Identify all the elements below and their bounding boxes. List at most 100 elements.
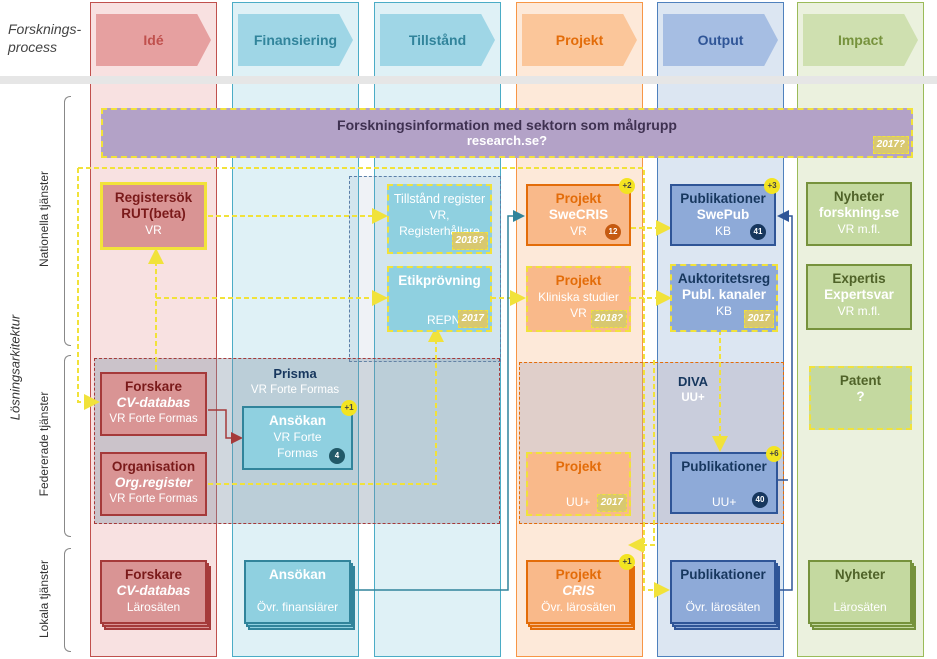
swepub-owner: KB	[714, 224, 731, 238]
banner-sector: Forskningsinformation med sektorn som må…	[101, 108, 913, 158]
auktor-owner: KB	[715, 304, 732, 318]
box-swecris: Projekt SweCRIS VR +2 12	[526, 178, 635, 246]
box-auktoritetsreg: Auktoritetsreg Publ. kanaler KB 2017	[670, 264, 778, 332]
prisma-title: Prisma	[273, 366, 317, 381]
publ-fed-plus: +6	[766, 446, 782, 462]
box-patent: Patent ?	[809, 366, 912, 430]
auktor-year: 2017	[743, 310, 774, 328]
diva-owner: UU+	[681, 392, 705, 404]
org-owner: VR Forte Formas	[109, 493, 198, 505]
org-title: Organisation	[111, 459, 196, 474]
nyheter-title: Nyheter	[833, 189, 885, 204]
local-nyheter-title: Nyheter	[834, 567, 886, 582]
box-nyheter-local: Nyheter Lärosäten	[808, 560, 912, 624]
box-expertis: Expertis Expertsvar VR m.fl.	[806, 264, 912, 330]
tillstand-title: Tillstånd register	[393, 192, 486, 206]
local-projekt-title: Projekt	[555, 567, 602, 582]
box-etikprovning: Etikprövning REPN 2017	[387, 266, 492, 332]
local-ansokan-owner: Övr. finansiärer	[256, 600, 339, 614]
nyheter-owner: VR m.fl.	[837, 222, 881, 236]
box-nyheter-national: Nyheter forskning.se VR m.fl.	[806, 182, 912, 246]
expertis-owner: VR m.fl.	[837, 304, 881, 318]
header-projekt: Projekt	[522, 14, 637, 66]
expertis-sub: Expertsvar	[824, 287, 894, 302]
box-projekt-local: Projekt CRIS Övr. lärosäten +1	[526, 554, 635, 624]
banner-year: 2017?	[872, 136, 909, 154]
local-projekt-sub: CRIS	[562, 583, 595, 598]
diva-title: DIVA	[677, 374, 709, 389]
swepub-title: Publikationer	[680, 191, 766, 206]
local-projekt-plus: +1	[619, 554, 635, 570]
box-registersok: Registersök RUT(beta) VR	[100, 182, 207, 250]
header-ide: Idé	[96, 14, 211, 66]
swepub-count: 41	[750, 224, 766, 240]
klin-year: 2018?	[590, 310, 627, 328]
patent-sub: ?	[856, 389, 865, 404]
etik-title: Etikprövning	[398, 273, 481, 288]
publ-fed-count: 40	[752, 492, 768, 508]
box-kliniska-studier: Projekt Kliniska studier VR 2018?	[526, 266, 631, 332]
header-finansiering: Finansiering	[238, 14, 353, 66]
box-forskare-local: Forskare CV-databas Lärosäten	[100, 560, 207, 624]
ansokan-plus: +1	[341, 400, 357, 416]
forskare-title: Forskare	[124, 379, 183, 394]
publ-fed-title: Publikationer	[681, 459, 767, 474]
box-ansokan-prisma: Ansökan VR Forte Formas +1 4	[242, 400, 357, 470]
ansokan-owner1: VR Forte	[273, 430, 322, 444]
projekt-fed-title: Projekt	[555, 459, 602, 474]
banner-title: Forskningsinformation med sektorn som må…	[337, 117, 677, 133]
swecris-count: 12	[605, 224, 621, 240]
publ-fed-owner: UU+	[712, 495, 737, 509]
box-publikationer-local: Publikationer Övr. lärosäten	[670, 560, 776, 624]
box-publikationer-federated: Publikationer UU+ +6 40	[670, 446, 782, 514]
swecris-sub: SweCRIS	[548, 207, 609, 222]
projekt-fed-year: 2017	[596, 494, 627, 512]
header-output: Output	[663, 14, 778, 66]
local-forskare-title: Forskare	[124, 567, 183, 582]
local-forskare-sub: CV-databas	[116, 583, 191, 598]
local-publ-title: Publikationer	[680, 567, 766, 582]
etik-owner: REPN	[427, 313, 461, 327]
header-impact: Impact	[803, 14, 918, 66]
registersok-sub: RUT(beta)	[121, 206, 186, 221]
swecris-owner: VR	[570, 224, 587, 238]
swepub-sub: SwePub	[696, 207, 750, 222]
klin-owner: VR	[570, 306, 587, 320]
local-projekt-owner: Övr. lärosäten	[541, 600, 616, 614]
auktor-sub: Publ. kanaler	[681, 287, 767, 302]
registersok-title: Registersök	[114, 190, 193, 205]
process-label: Forsknings- process	[8, 21, 82, 55]
separator	[0, 76, 937, 84]
swepub-plus: +3	[764, 178, 780, 194]
tillstand-year: 2018?	[451, 232, 488, 250]
box-ansokan-local: Ansökan Övr. finansiärer	[244, 560, 351, 624]
forskare-sub: CV-databas	[116, 395, 191, 410]
box-organisation: Organisation Org.register VR Forte Forma…	[100, 452, 207, 516]
prisma-owner: VR Forte Formas	[250, 384, 340, 396]
box-forskare-cv: Forskare CV-databas VR Forte Formas	[100, 372, 207, 436]
local-nyheter-owner: Lärosäten	[833, 600, 887, 614]
registersok-owner: VR	[145, 223, 162, 237]
box-swepub: Publikationer SwePub KB +3 41	[670, 178, 780, 246]
box-projekt-federated: Projekt UU+ 2017	[526, 452, 631, 516]
local-publ-owner: Övr. lärosäten	[685, 600, 761, 614]
nyheter-sub: forskning.se	[818, 205, 900, 220]
klin-title: Projekt	[555, 273, 602, 288]
auktor-title: Auktoritetsreg	[677, 271, 771, 286]
org-sub: Org.register	[114, 475, 193, 490]
header-tillstand: Tillstånd	[380, 14, 495, 66]
local-forskare-owner: Lärosäten	[126, 600, 181, 614]
swecris-plus: +2	[619, 178, 635, 194]
brace-nationella	[64, 96, 71, 346]
ansokan-count: 4	[329, 448, 345, 464]
ansokan-title: Ansökan	[268, 413, 326, 428]
projekt-fed-owner: UU+	[566, 495, 591, 509]
etik-year: 2017	[457, 310, 488, 328]
patent-title: Patent	[839, 373, 882, 388]
expertis-title: Expertis	[832, 271, 886, 286]
tillstand-owner1: VR,	[429, 208, 450, 222]
brace-federerade	[64, 355, 71, 537]
ansokan-owner2: Formas	[277, 446, 318, 460]
local-ansokan-title: Ansökan	[268, 567, 326, 582]
